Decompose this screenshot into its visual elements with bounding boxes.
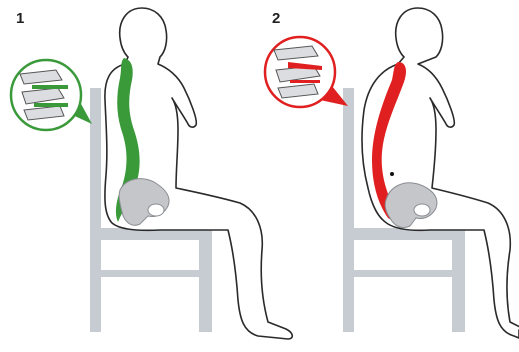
panel-2: 2	[265, 8, 519, 338]
chair-front-leg	[452, 228, 465, 332]
chair-backrest-post	[90, 88, 101, 332]
panel-number-2: 2	[272, 10, 280, 27]
vertebra-closeup-icon	[265, 37, 348, 107]
lumbar-marker	[390, 172, 394, 176]
chair-crossbar	[101, 270, 199, 277]
disc-healthy	[32, 85, 68, 89]
panel-number-1: 1	[16, 10, 24, 27]
disc-compressed-lower	[290, 80, 320, 83]
chair-crossbar	[354, 270, 452, 277]
disc-healthy-lower	[34, 103, 68, 107]
chair-front-leg	[199, 228, 212, 332]
vertebra-closeup-icon	[11, 60, 92, 130]
chair-backrest-post	[343, 88, 354, 332]
panel-1: 1	[11, 8, 292, 339]
slouched-body-outline	[362, 8, 519, 338]
